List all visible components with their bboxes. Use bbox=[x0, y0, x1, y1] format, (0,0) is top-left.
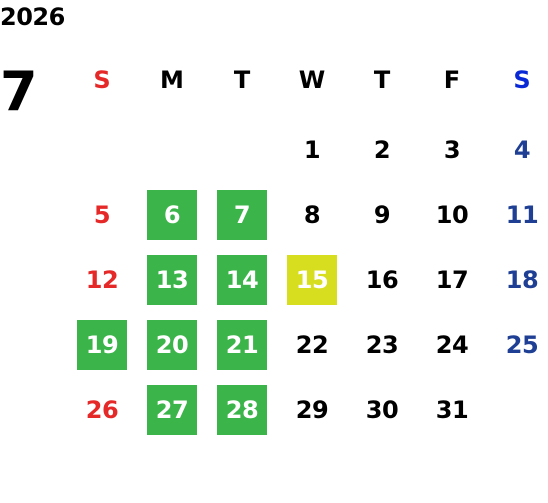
day-cell-9: 9 bbox=[373, 201, 391, 229]
day-cell-14: 14 bbox=[217, 255, 267, 305]
day-cell-30: 30 bbox=[365, 396, 399, 424]
day-cell-6: 6 bbox=[147, 190, 197, 240]
weekday-header-sat: S bbox=[513, 66, 531, 94]
weekday-header-mon: M bbox=[160, 66, 184, 94]
day-cell-29: 29 bbox=[295, 396, 329, 424]
day-cell-26: 26 bbox=[85, 396, 119, 424]
day-cell-4: 4 bbox=[513, 136, 531, 164]
day-cell-13: 13 bbox=[147, 255, 197, 305]
day-cell-11: 11 bbox=[505, 201, 539, 229]
day-cell-16: 16 bbox=[365, 266, 399, 294]
day-cell-7: 7 bbox=[217, 190, 267, 240]
day-cell-23: 23 bbox=[365, 331, 399, 359]
day-cell-24: 24 bbox=[435, 331, 469, 359]
month-number: 7 bbox=[0, 60, 38, 123]
weekday-header-thu: T bbox=[373, 66, 391, 94]
day-cell-28: 28 bbox=[217, 385, 267, 435]
day-cell-27: 27 bbox=[147, 385, 197, 435]
weekday-header-wed: W bbox=[298, 66, 326, 94]
day-cell-8: 8 bbox=[303, 201, 321, 229]
day-cell-17: 17 bbox=[435, 266, 469, 294]
day-cell-22: 22 bbox=[295, 331, 329, 359]
day-cell-18: 18 bbox=[505, 266, 539, 294]
weekday-header-fri: F bbox=[443, 66, 461, 94]
weekday-header-tue: T bbox=[233, 66, 251, 94]
day-cell-10: 10 bbox=[435, 201, 469, 229]
day-cell-12: 12 bbox=[85, 266, 119, 294]
day-cell-5: 5 bbox=[93, 201, 111, 229]
day-cell-21: 21 bbox=[217, 320, 267, 370]
day-cell-1: 1 bbox=[303, 136, 321, 164]
day-cell-2: 2 bbox=[373, 136, 391, 164]
day-cell-3: 3 bbox=[443, 136, 461, 164]
day-cell-19: 19 bbox=[77, 320, 127, 370]
day-cell-31: 31 bbox=[435, 396, 469, 424]
day-cell-15: 15 bbox=[287, 255, 337, 305]
day-cell-20: 20 bbox=[147, 320, 197, 370]
year-label: 2026 bbox=[0, 3, 65, 31]
weekday-header-sun: S bbox=[93, 66, 111, 94]
day-cell-25: 25 bbox=[505, 331, 539, 359]
